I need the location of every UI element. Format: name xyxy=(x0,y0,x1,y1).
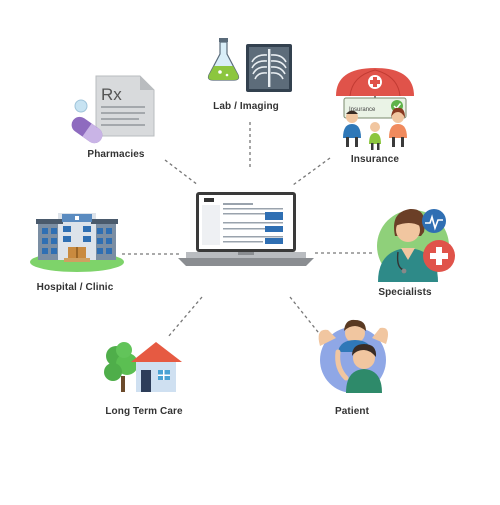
connectors xyxy=(122,122,375,338)
xray-icon xyxy=(246,44,292,92)
insurance-umbrella-icon xyxy=(336,68,414,102)
insurance-sign-text: Insurance xyxy=(349,107,376,113)
label-long-term-care: Long Term Care xyxy=(105,406,183,417)
label-pharmacies: Pharmacies xyxy=(87,149,145,160)
rx-symbol: Rx xyxy=(101,85,122,104)
label-insurance: Insurance xyxy=(350,154,400,165)
label-hospital-clinic: Hospital / Clinic xyxy=(36,282,114,293)
label-lab-imaging: Lab / Imaging xyxy=(213,101,279,112)
connector-insurance xyxy=(292,157,331,186)
connector-long-term-care xyxy=(167,296,203,338)
hospital-icon xyxy=(30,213,124,272)
lab-flask-icon xyxy=(207,38,240,81)
connector-patient xyxy=(289,296,323,338)
pill-icon xyxy=(71,116,103,144)
long-term-care-icon xyxy=(104,342,182,392)
specialist-icon xyxy=(377,208,455,282)
prescription-icon: Rx xyxy=(95,75,155,137)
family-icon xyxy=(343,107,407,150)
patient-icon xyxy=(318,319,388,393)
capsule-small-icon xyxy=(74,99,88,113)
insurance-sign: Insurance xyxy=(343,97,407,119)
label-specialists: Specialists xyxy=(378,287,432,298)
laptop-icon xyxy=(178,192,314,266)
connector-pharmacies xyxy=(164,159,199,186)
label-patient: Patient xyxy=(334,406,370,417)
